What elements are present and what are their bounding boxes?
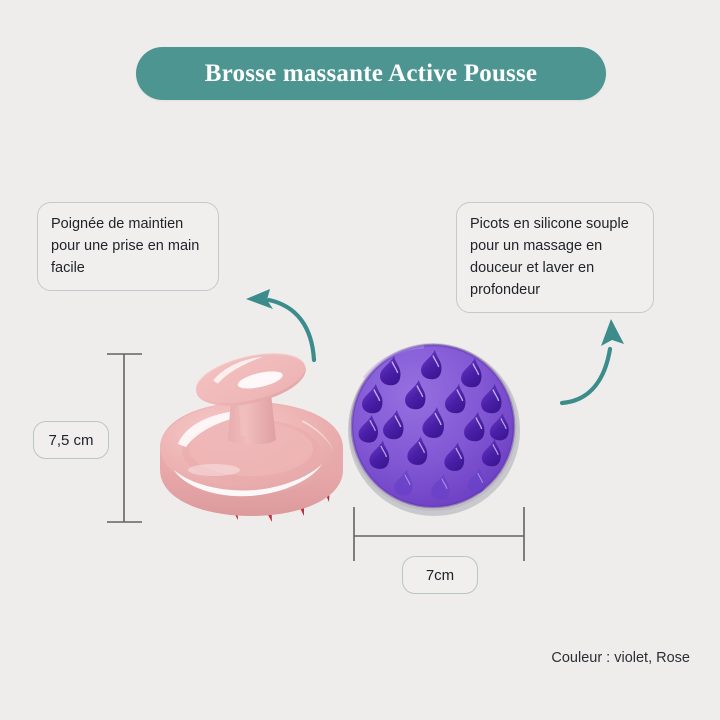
curved-arrow-left: [246, 289, 317, 363]
color-caption: Couleur : violet, Rose: [551, 650, 690, 666]
dimension-label-height: 7,5 cm: [33, 421, 109, 459]
pink-massage-brush: [160, 353, 343, 522]
height-dimension-line: [107, 353, 142, 523]
page-title: Brosse massante Active Pousse: [204, 59, 538, 87]
pink-brush-handle-cap: [195, 353, 306, 406]
dimension-label-width: 7cm: [402, 556, 478, 594]
purple-brush-nubs: [358, 349, 509, 500]
title-banner: Brosse massante Active Pousse: [136, 47, 606, 100]
curved-arrow-right: [560, 319, 624, 406]
pink-brush-highlights: [174, 410, 334, 497]
callout-handle: Poignée de maintien pour une prise en ma…: [37, 202, 219, 292]
purple-massage-brush: [348, 343, 520, 516]
callout-bristles: Picots en silicone souple pour un massag…: [456, 202, 654, 314]
width-dimension-line: [353, 507, 525, 561]
pink-brush-bowl-inner: [189, 422, 313, 476]
